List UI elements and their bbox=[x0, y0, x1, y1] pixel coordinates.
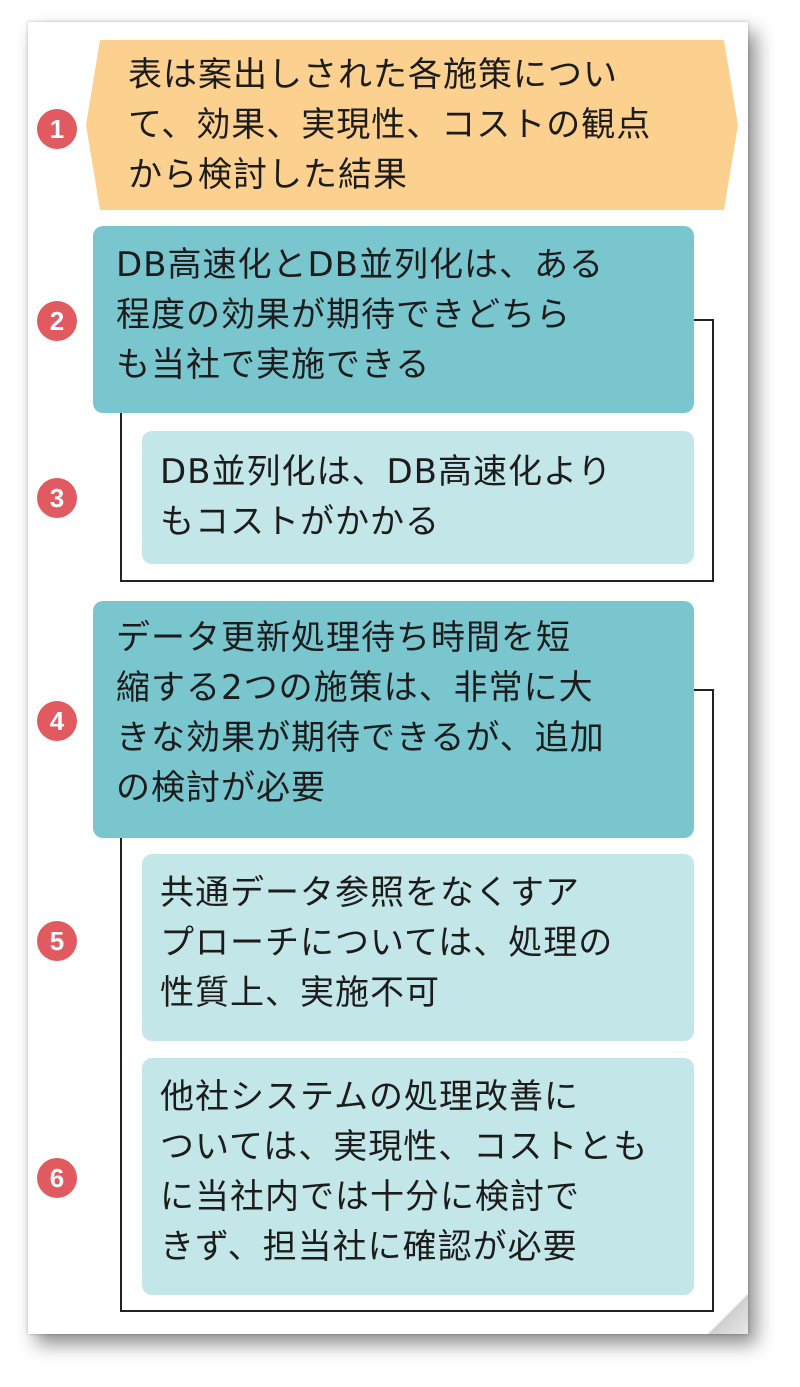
detail-cost-text: DB並列化は、DB高速化より もコストがかかる bbox=[160, 447, 680, 547]
detail-shared-data-text: 共通データ参照をなくすア プローチについては、処理の 性質上、実施不可 bbox=[160, 868, 680, 1018]
finding-update-line-4: の検討が必要 bbox=[116, 768, 326, 808]
detail-cost-box bbox=[142, 431, 694, 564]
detail-other-company-line-1: 他社システムの処理改善に bbox=[160, 1077, 579, 1117]
detail-shared-data-line-2: プローチについては、処理の bbox=[160, 923, 614, 963]
finding-db-line-3: も当社で実施できる bbox=[116, 345, 431, 385]
detail-cost-line-1: DB並列化は、DB高速化より bbox=[160, 452, 613, 492]
step-badge-2: 2 bbox=[37, 301, 77, 341]
step-badge-1: 1 bbox=[37, 109, 77, 149]
detail-other-company-text: 他社システムの処理改善に ついては、実現性、コストとも に当社内では十分に検討で… bbox=[160, 1072, 680, 1272]
summary-line-2: て、効果、実現性、コストの観点 bbox=[128, 105, 652, 145]
finding-db-line-1: DB高速化とDB並列化は、ある bbox=[116, 245, 605, 285]
finding-db-box bbox=[93, 226, 694, 413]
detail-shared-data-box bbox=[142, 854, 694, 1041]
connector-2-3-tick bbox=[694, 319, 714, 321]
finding-update-line-3: きな効果が期待できるが、追加 bbox=[116, 718, 605, 758]
summary-line-1: 表は案出しされた各施策につい bbox=[128, 55, 618, 95]
page-curl bbox=[708, 1294, 748, 1334]
connector-2-3 bbox=[120, 320, 714, 582]
step-badge-3: 3 bbox=[37, 478, 77, 518]
finding-db-line-2: 程度の効果が期待できどちら bbox=[116, 295, 571, 335]
finding-update-line-2: 縮する2つの施策は、非常に大 bbox=[116, 668, 594, 708]
summary-text: 表は案出しされた各施策につい て、効果、実現性、コストの観点 から検討した結果 bbox=[128, 50, 708, 200]
detail-shared-data-line-3: 性質上、実施不可 bbox=[160, 973, 440, 1013]
connector-4-6 bbox=[120, 690, 714, 1312]
step-badge-6: 6 bbox=[37, 1158, 77, 1198]
finding-update-line-1: データ更新処理待ち時間を短 bbox=[116, 618, 571, 658]
detail-shared-data-line-1: 共通データ参照をなくすア bbox=[160, 873, 580, 913]
finding-update-box bbox=[93, 601, 694, 838]
detail-other-company-line-4: きず、担当社に確認が必要 bbox=[160, 1227, 578, 1267]
connector-4-6-tick bbox=[694, 689, 714, 691]
summary-line-3: から検討した結果 bbox=[128, 155, 408, 195]
detail-other-company-line-2: ついては、実現性、コストとも bbox=[160, 1127, 649, 1167]
detail-other-company-line-3: に当社内では十分に検討で bbox=[160, 1177, 580, 1217]
finding-db-text: DB高速化とDB並列化は、ある 程度の効果が期待できどちら も当社で実施できる bbox=[116, 240, 686, 390]
finding-update-text: データ更新処理待ち時間を短 縮する2つの施策は、非常に大 きな効果が期待できるが… bbox=[116, 613, 686, 813]
step-badge-5: 5 bbox=[37, 921, 77, 961]
summary-banner bbox=[86, 40, 738, 210]
step-badge-4: 4 bbox=[37, 701, 77, 741]
detail-cost-line-2: もコストがかかる bbox=[160, 502, 440, 542]
detail-other-company-box bbox=[142, 1058, 694, 1295]
